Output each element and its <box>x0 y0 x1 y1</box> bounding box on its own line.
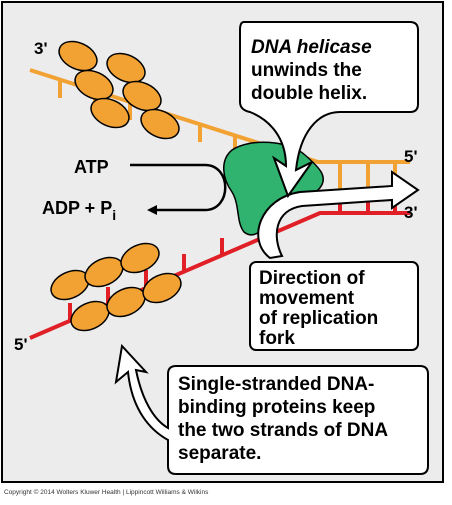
copyright-text: Copyright © 2014 Wolters Kluwer Health |… <box>4 488 209 496</box>
direction-callout-line1: Direction of <box>259 268 365 289</box>
direction-arrow <box>257 170 420 260</box>
label-bottom-left-5prime: 5' <box>14 335 28 354</box>
ssb-proteins-bottom <box>50 242 182 332</box>
helicase-callout-title: DNA helicase <box>251 37 372 58</box>
direction-callout-line4: fork <box>259 328 295 349</box>
ssb-callout-line3: the two strands of DNA <box>178 420 388 441</box>
atp-label: ATP <box>74 157 109 177</box>
adp-label: ADP + Pi <box>42 198 116 223</box>
direction-callout-line3: of replication <box>259 308 378 329</box>
direction-callout <box>249 261 419 351</box>
ssb-callout-line2: binding proteins keep <box>178 397 375 418</box>
helicase-callout <box>239 21 419 199</box>
label-top-left-3prime: 3' <box>34 39 48 58</box>
ssb-callout-line1: Single-stranded DNA- <box>178 374 374 395</box>
atp-adp-arrow <box>130 163 227 215</box>
direction-callout-line2: movement <box>259 288 355 309</box>
label-bottom-right-3prime: 3' <box>404 203 418 222</box>
label-top-right-5prime: 5' <box>404 147 418 166</box>
ssb-callout <box>114 343 429 475</box>
ssb-callout-line4: separate. <box>178 443 261 464</box>
helicase-callout-line2: double helix. <box>251 83 367 104</box>
ssb-proteins-top <box>58 40 180 140</box>
helicase-callout-line1: unwinds the <box>251 60 362 81</box>
